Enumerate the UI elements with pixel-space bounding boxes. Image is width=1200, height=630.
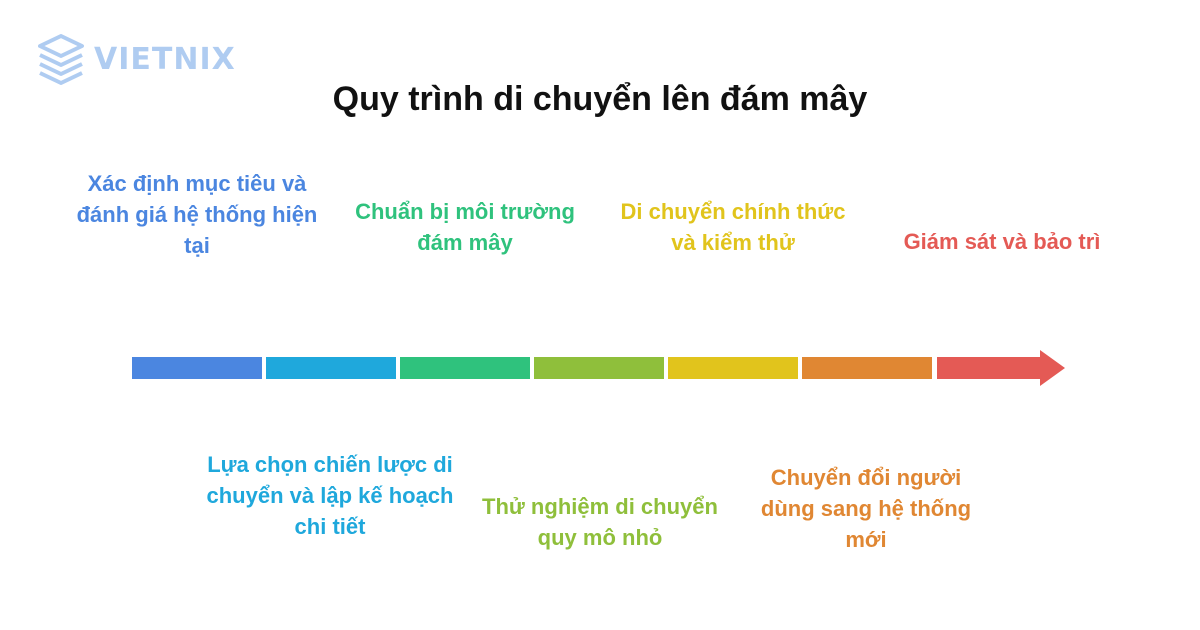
brand-name: VIETNIX (94, 41, 236, 77)
timeline-segment-4 (534, 357, 664, 379)
timeline-segment-3 (400, 357, 530, 379)
step-label-5: Di chuyển chính thức và kiểm thử (620, 199, 846, 255)
timeline-segment-1 (132, 357, 262, 379)
stacked-layers-icon (38, 34, 84, 85)
timeline-segment-5 (668, 357, 798, 379)
timeline-segment-7-arrowhead (937, 350, 1065, 386)
step-label-4: Thử nghiệm di chuyển quy mô nhỏ (482, 494, 718, 550)
step-label-1: Xác định mục tiêu và đánh giá hệ thống h… (76, 171, 318, 258)
timeline-segment-2 (266, 357, 396, 379)
step-label-7: Giám sát và bảo trì (903, 229, 1101, 254)
step-label-3: Chuẩn bị môi trường đám mây (355, 199, 575, 255)
step-label-2: Lựa chọn chiến lược di chuyển và lập kế … (206, 452, 454, 539)
step-label-6: Chuyển đổi người dùng sang hệ thống mới (760, 465, 972, 552)
vietnix-logo: VIETNIX (36, 33, 236, 85)
timeline-segment-6 (802, 357, 932, 379)
diagram-title: Quy trình di chuyển lên đám mây (332, 80, 868, 118)
